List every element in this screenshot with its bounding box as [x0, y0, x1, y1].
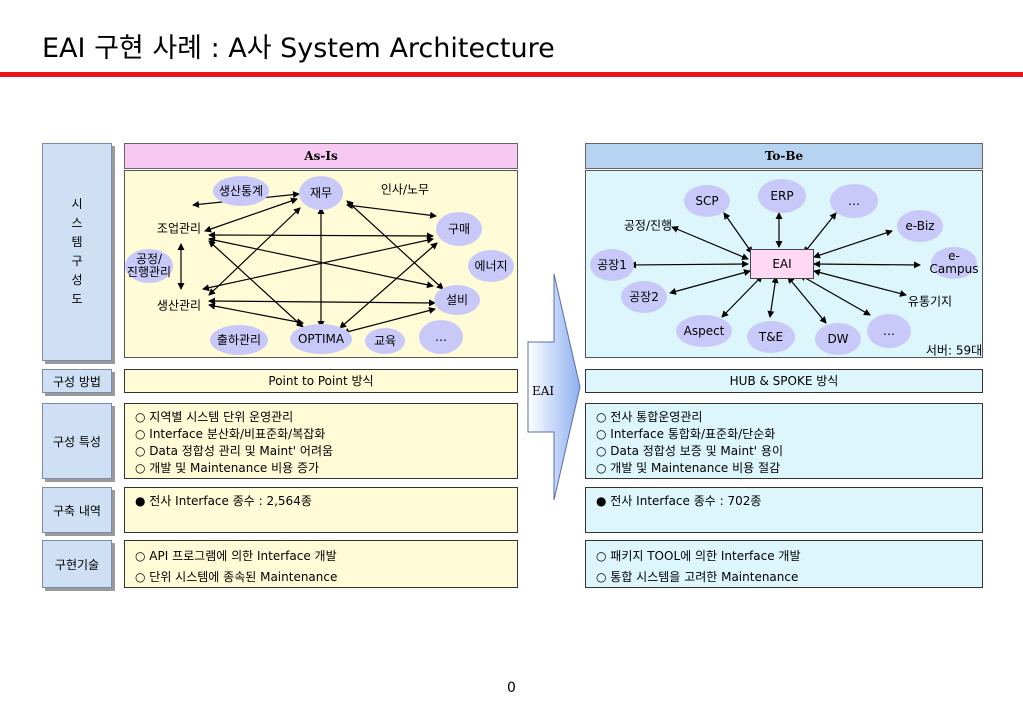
tobe-node-etc-top: … — [830, 184, 878, 218]
title-divider — [0, 72, 1023, 77]
asis-node-process-line2: 진행관리 — [126, 265, 172, 279]
row-label-char: 스 — [71, 216, 83, 230]
tobe-char-line: ○ 개발 및 Maintenance 비용 절감 — [596, 461, 781, 475]
tobe-node-plant1: 공장1 — [590, 249, 634, 281]
tobe-char-line: ○ Data 정합성 보증 및 Maint' 용이 — [596, 444, 783, 458]
row-label-build: 구축 내역 — [42, 487, 112, 533]
tobe-node-plant2: 공장2 — [621, 281, 667, 313]
asis-diagram: 생산통계 재무 인사/노무 조업관리 구매 공정/ 진행관리 에너지 생산관리 … — [124, 170, 518, 358]
asis-tech-line: ○ 단위 시스템에 종속된 Maintenance — [135, 570, 338, 584]
tobe-node-aspect: Aspect — [676, 315, 732, 347]
asis-node-hr: 인사/노무 — [380, 182, 430, 197]
row-label-char: 구 — [71, 254, 83, 268]
tobe-method: HUB & SPOKE 방식 — [585, 369, 983, 393]
asis-tech: ○ API 프로그램에 의한 Interface 개발 ○ 단위 시스템에 종속… — [124, 540, 518, 588]
row-label-system-diagram: 시 스 템 구 성 도 — [42, 143, 112, 361]
asis-node-equipment: 설비 — [434, 285, 480, 315]
asis-node-shipping: 출하관리 — [210, 325, 268, 355]
row-label-char: 도 — [71, 292, 83, 306]
tobe-tech-line: ○ 패키지 TOOL에 의한 Interface 개발 — [596, 549, 801, 563]
tobe-node-scp: SCP — [684, 185, 730, 217]
row-label-char: 시 — [71, 197, 83, 211]
tobe-char-line: ○ 전사 통합운영관리 — [596, 410, 703, 424]
row-label-char: 템 — [71, 235, 83, 249]
tobe-diagram: EAI SCP ERP … 공정/진행 e-Biz 공장1 e- Campus … — [585, 170, 983, 358]
tobe-node-ecampus-line1: e- — [948, 249, 960, 263]
asis-node-etc: … — [419, 320, 463, 354]
row-label-char: 성 — [71, 273, 83, 287]
row-label-tech: 구현기술 — [42, 540, 112, 588]
asis-node-purchase: 구매 — [436, 212, 482, 246]
asis-node-education: 교육 — [365, 328, 405, 354]
asis-characteristics: ○ 지역별 시스템 단위 운영관리 ○ Interface 분산화/비표준화/복… — [124, 403, 518, 479]
tobe-node-ecampus: e- Campus — [929, 247, 979, 279]
asis-node-production-mgmt: 생산관리 — [156, 298, 202, 313]
asis-tech-line: ○ API 프로그램에 의한 Interface 개발 — [135, 549, 337, 563]
tobe-header: To-Be — [585, 143, 983, 169]
eai-transition-arrow — [527, 273, 581, 501]
asis-node-process-line1: 공정/ — [135, 252, 163, 266]
asis-method: Point to Point 방식 — [124, 369, 518, 393]
tobe-server-note: 서버: 59대 — [925, 343, 983, 358]
asis-node-finance: 재무 — [299, 176, 343, 210]
tobe-node-te: T&E — [747, 321, 795, 353]
tobe-connections — [629, 212, 921, 324]
asis-node-process: 공정/ 진행관리 — [125, 249, 173, 283]
asis-char-line: ○ Interface 분산화/비표준화/복잡화 — [135, 427, 326, 441]
asis-node-production-stats: 생산통계 — [213, 176, 269, 206]
tobe-build-line: ● 전사 Interface 종수 : 702종 — [596, 494, 762, 508]
tobe-characteristics: ○ 전사 통합운영관리 ○ Interface 통합화/표준화/단순화 ○ Da… — [585, 403, 983, 479]
asis-char-line: ○ Data 정합성 관리 및 Maint' 어려움 — [135, 444, 334, 458]
eai-arrow-label: EAI — [532, 384, 555, 398]
page-title: EAI 구현 사례 : A사 System Architecture — [42, 33, 555, 64]
tobe-node-distribution: 유통기지 — [907, 294, 953, 309]
tobe-node-ecampus-line2: Campus — [929, 262, 979, 276]
row-label-method: 구성 방법 — [42, 369, 112, 393]
tobe-char-line: ○ Interface 통합화/표준화/단순화 — [596, 427, 776, 441]
tobe-hub-eai: EAI — [750, 249, 814, 279]
asis-node-optima: OPTIMA — [290, 324, 352, 354]
asis-node-energy: 에너지 — [468, 250, 514, 282]
asis-header: As-Is — [124, 143, 518, 169]
asis-node-partner: 조업관리 — [156, 221, 202, 236]
tobe-node-etc-bottom: … — [867, 314, 911, 348]
tobe-build: ● 전사 Interface 종수 : 702종 — [585, 487, 983, 533]
row-label-characteristics: 구성 특성 — [42, 403, 112, 479]
tobe-node-erp: ERP — [758, 179, 806, 213]
asis-char-line: ○ 지역별 시스템 단위 운영관리 — [135, 410, 294, 424]
tobe-node-process: 공정/진행 — [623, 218, 673, 233]
asis-connections — [177, 191, 444, 335]
tobe-tech-line: ○ 통합 시스템을 고려한 Maintenance — [596, 570, 799, 584]
tobe-node-ebiz: e-Biz — [897, 210, 943, 242]
page-number: 0 — [507, 680, 516, 696]
asis-build: ● 전사 Interface 종수 : 2,564종 — [124, 487, 518, 533]
asis-build-line: ● 전사 Interface 종수 : 2,564종 — [135, 494, 312, 508]
tobe-node-dw: DW — [815, 323, 861, 355]
tobe-tech: ○ 패키지 TOOL에 의한 Interface 개발 ○ 통합 시스템을 고려… — [585, 540, 983, 588]
asis-char-line: ○ 개발 및 Maintenance 비용 증가 — [135, 461, 320, 475]
